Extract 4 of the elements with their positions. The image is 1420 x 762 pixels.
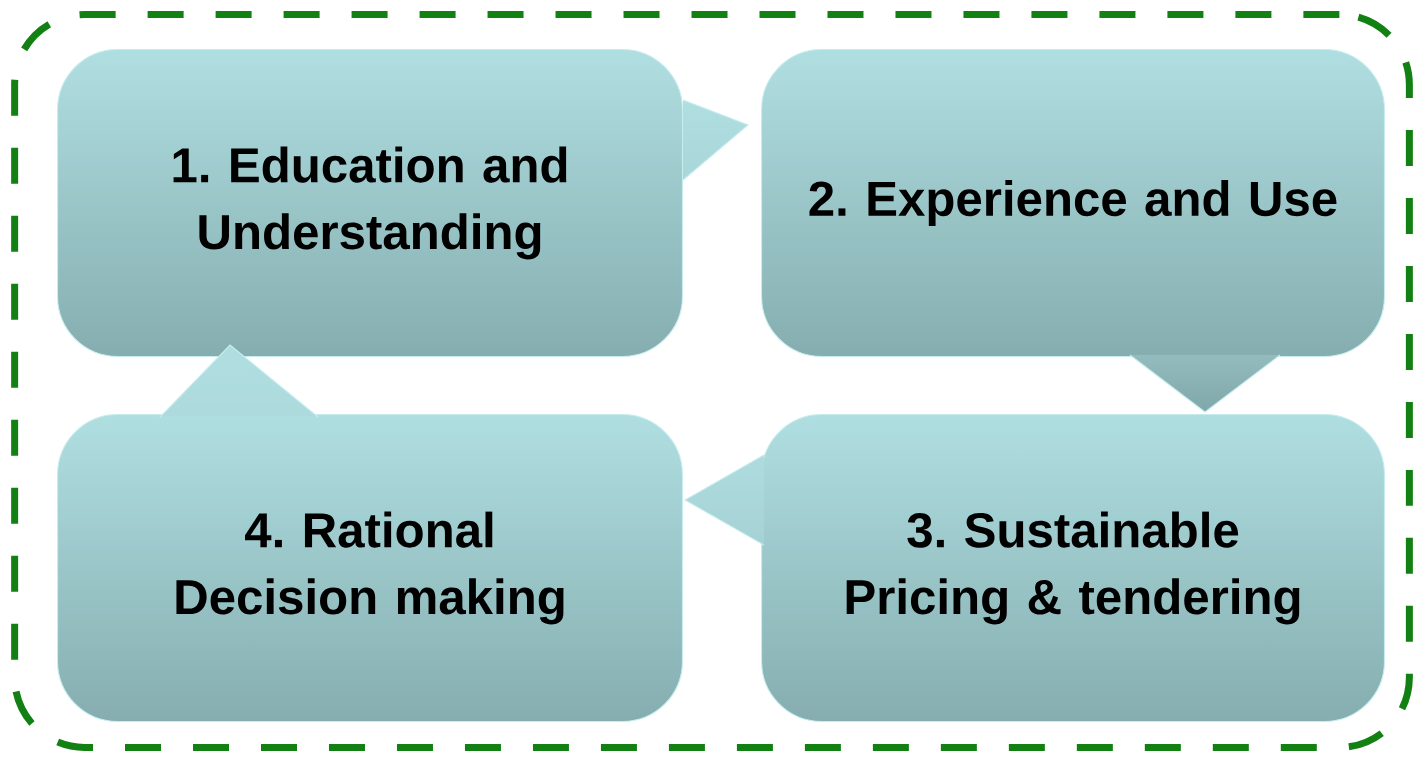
callout-box: 1. Education and Understanding xyxy=(57,49,750,357)
callout-box: 3. Sustainable Pricing & tendering xyxy=(683,414,1385,722)
callout-box: 2. Experience and Use xyxy=(761,49,1385,413)
callout-box: 4. Rational Decision making xyxy=(57,344,683,722)
